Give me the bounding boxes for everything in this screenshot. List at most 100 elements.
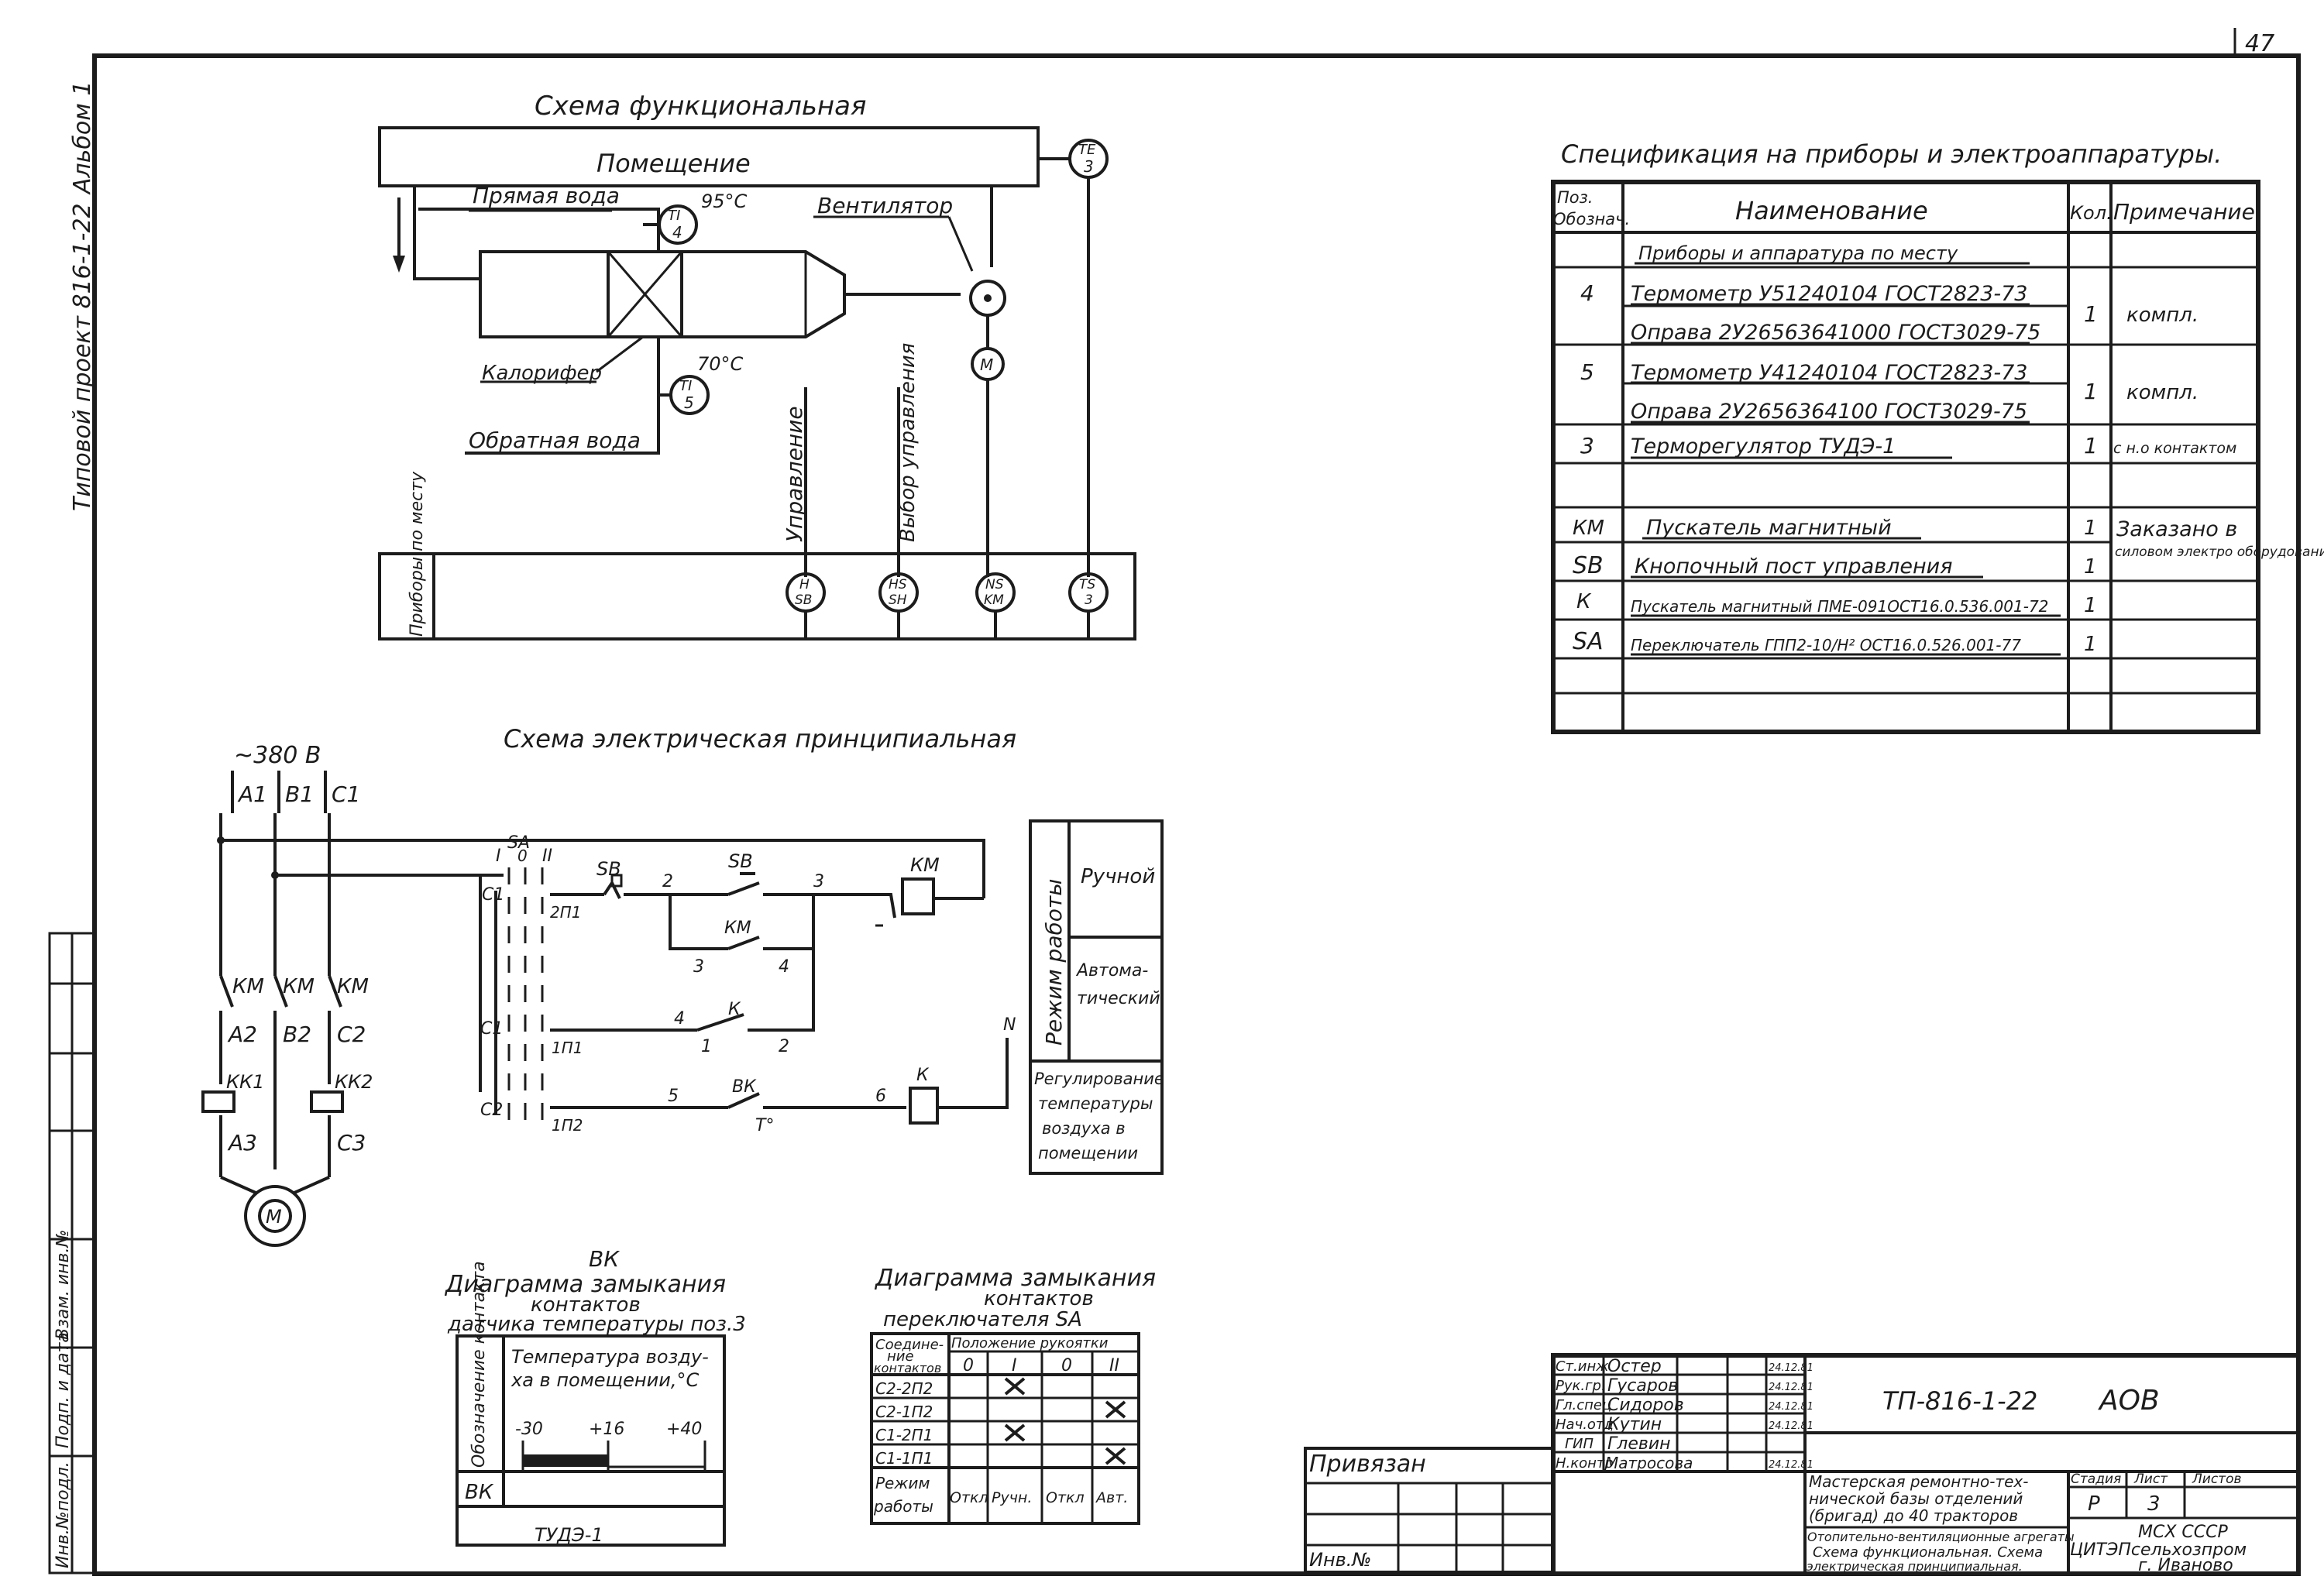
spec-row-qty: 1 [2084, 555, 2097, 579]
spec-row-name: Термометр У41240104 ГОСТ2823-73 [1631, 361, 2027, 385]
role-6: Н.контр [1556, 1455, 1614, 1472]
sa-pos-h2: 0 [1061, 1356, 1072, 1375]
name-2: Гусаров [1607, 1376, 1678, 1396]
nskm-top: NS [985, 577, 1004, 592]
role-3: Гл.спец [1556, 1397, 1611, 1413]
ts3-bot: 3 [1085, 592, 1093, 608]
vk-diagram-title2: Диаграмма замыкания [444, 1271, 726, 1298]
spec-section: Приборы и аппаратура по месту [1638, 242, 1958, 264]
sa-mode-row-b: работы [873, 1497, 933, 1516]
electrical-title: Схема электрическая принципиальная [504, 724, 1016, 754]
sheet-value: 3 [2147, 1492, 2161, 1516]
spec-row-qty: 1 [2084, 633, 2097, 656]
sa-mode-3: Авт. [1095, 1489, 1128, 1506]
select-control-label: Выбор управления [896, 343, 920, 542]
vk-device: ТУДЭ-1 [535, 1524, 603, 1546]
sa-closure-mark [1105, 1447, 1126, 1465]
strip-replace-label: Взам. инв.№ [53, 1230, 73, 1340]
c2-label: С2 [480, 1101, 503, 1120]
desc-1b: нической базы отделений [1809, 1489, 2023, 1508]
date-3: 24.12.81 [1769, 1401, 1813, 1413]
t-symbol: T° [755, 1116, 774, 1135]
control-label: Управление [782, 406, 807, 542]
sa-pos-i: I [496, 847, 501, 866]
stage-header: Стадия [2071, 1472, 2121, 1487]
desc-2: Отопительно-вентиляционные агрегаты [1807, 1530, 2075, 1544]
nskm-bot: KM [984, 592, 1004, 608]
ti5-instrument: TI [679, 378, 692, 394]
vk-label: ВК [732, 1077, 757, 1097]
mid-c2: C2 [337, 1022, 366, 1047]
spec-header-note: Примечание [2113, 199, 2255, 225]
km-contact-a: КМ [232, 975, 264, 998]
vk-col2b: ха в помещении,°С [511, 1369, 699, 1391]
spec-table: Спецификация на приборы и электроаппарат… [1551, 139, 2324, 734]
n-symbol: N [1003, 1015, 1016, 1035]
room-label: Помещение [596, 149, 751, 178]
km-coil-label: КМ [910, 854, 940, 876]
sheet-number: 47 [2245, 30, 2274, 57]
k-contact-label: К [728, 1000, 741, 1019]
date-6: 24.12.81 [1769, 1459, 1813, 1471]
electrical-scheme: Схема электрическая принципиальная ~380 … [201, 724, 1164, 1247]
node-3b: 3 [693, 957, 704, 977]
functional-scheme: Схема функциональная Помещение Прямая во… [378, 91, 1136, 640]
title-block: Привязан Инв.№ Ст.инж Рук.гр. Гл.спец На… [1304, 1353, 2301, 1576]
spec-row-name: Пускатель магнитный [1646, 516, 1892, 540]
spec-row-pos: 3 [1580, 433, 1594, 458]
ti4-instrument: TI [668, 208, 680, 224]
mode-reg-4: помещении [1038, 1144, 1138, 1162]
sa-closure-mark [1105, 1400, 1126, 1419]
sheet-header: Лист [2133, 1472, 2168, 1487]
sa-col1b: ние [887, 1348, 914, 1365]
te3-instrument: TE [1078, 142, 1096, 158]
strip-inv-label: Инв.№подл. [53, 1461, 73, 1568]
phase-a1: A1 [237, 781, 267, 807]
spec-row-pos: 4 [1580, 280, 1594, 306]
sheet-frame: 47 Альбом 1 Типовой проект 816-1-22 [69, 28, 2301, 1576]
node-2: 2 [662, 872, 673, 891]
node-3: 3 [813, 872, 824, 891]
sa-col2: Положение рукоятки [951, 1335, 1109, 1351]
name-1: Остер [1607, 1357, 1662, 1376]
sa-diagram-title1: Диаграмма замыкания [874, 1265, 1156, 1292]
spec-row-qty: 1 [2084, 379, 2098, 404]
sa-pos-ii: II [542, 847, 552, 866]
mode-manual: Ручной [1081, 865, 1155, 888]
desc-3b: электрическая принципиальная. [1807, 1559, 2023, 1574]
sa-row-name: С2-2П2 [875, 1379, 933, 1398]
vk-col1: Обозначение контакта [469, 1261, 489, 1468]
sa-closure-marks [1004, 1377, 1126, 1465]
ti5-number: 5 [684, 393, 694, 412]
sa-mode-1: Ручн. [992, 1489, 1032, 1506]
wire-2p1: 2П1 [550, 903, 582, 922]
phase-c1: C1 [332, 781, 360, 807]
role-2: Рук.гр. [1556, 1378, 1606, 1394]
spec-row-name: Оправа 2У2656364100 ГОСТ3029-75 [1631, 400, 2027, 424]
return-temp: 70°С [697, 353, 744, 375]
spec-row-pos: К [1576, 590, 1592, 613]
sa-pos-h0: 0 [963, 1356, 974, 1375]
date-2: 24.12.81 [1769, 1382, 1813, 1393]
wire-1p1: 1П1 [552, 1039, 583, 1057]
phase-b1: B1 [285, 781, 314, 807]
hsb-top: H [799, 577, 810, 592]
fan-label: Вентилятор [817, 193, 953, 218]
motor-symbol: М [266, 1206, 282, 1228]
node-2b: 2 [779, 1037, 789, 1056]
album-label: Альбом 1 [69, 81, 96, 196]
field-instruments: H SB HS SH NS KM TS 3 [786, 572, 1109, 613]
wire-1p2: 1П2 [552, 1116, 583, 1135]
spec-row-qty: 1 [2084, 301, 2098, 327]
vk-row-label: ВК [465, 1481, 494, 1504]
sa-closure-mark [1004, 1377, 1026, 1396]
mode-reg-3: воздуха в [1042, 1119, 1126, 1138]
sa-col1a: Соедине- [875, 1337, 944, 1353]
name-4: Кутин [1607, 1415, 1662, 1434]
node-4b: 4 [674, 1009, 685, 1029]
vk-scale-mid: +16 [589, 1420, 624, 1439]
sa-mode-row-a: Режим [875, 1474, 930, 1492]
kk1-label: КК1 [226, 1071, 264, 1093]
c1-mid: С1 [480, 1019, 503, 1039]
